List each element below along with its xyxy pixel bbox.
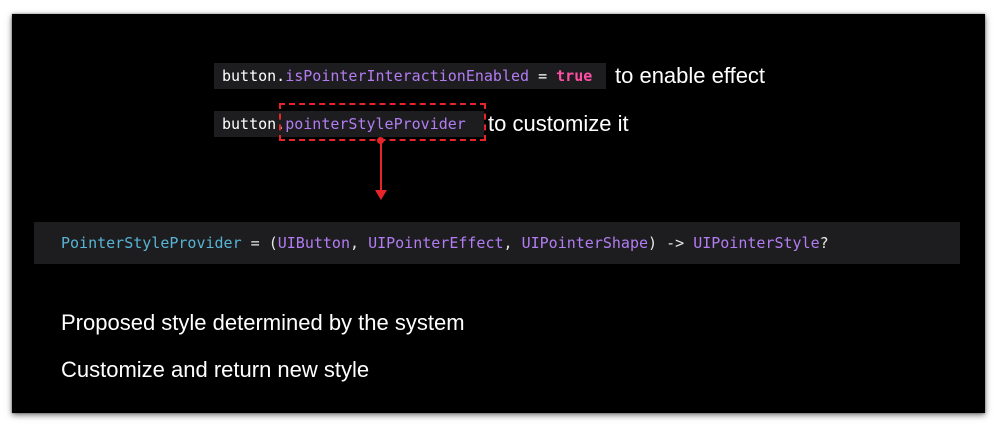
sig-comma: , [503,234,522,252]
sig-return-type: UIPointerStyle [693,234,820,252]
sig-assign: = ( [241,234,278,252]
code-property: pointerStyleProvider [285,115,466,133]
code-property: isPointerInteractionEnabled [285,67,530,85]
caption-customize-it: to customize it [488,111,629,136]
signature-code-bar: PointerStyleProvider = (UIButton, UIPoin… [34,222,960,264]
slide: button.isPointerInteractionEnabled = tru… [12,14,985,413]
caption-enable-effect: to enable effect [615,63,766,88]
arrow-down-icon [375,190,387,200]
code-object: button. [222,67,286,85]
arrow-line [380,141,382,191]
sig-comma: , [350,234,369,252]
code-value-true: true [556,67,593,85]
code-operator: = [529,67,557,85]
bullet-customize-return: Customize and return new style [61,357,370,382]
code-object: button. [222,115,286,133]
sig-param-shape: UIPointerShape [521,234,649,252]
sig-optional: ? [819,234,829,252]
sig-arrow: ) -> [648,234,694,252]
bullet-proposed-style: Proposed style determined by the system [61,310,465,335]
sig-param-effect: UIPointerEffect [368,234,504,252]
code-chip-style-provider: button.pointerStyleProvider [214,111,484,137]
code-chip-pointer-interaction: button.isPointerInteractionEnabled = tru… [214,63,606,89]
highlight-box [279,103,486,141]
sig-type-name: PointerStyleProvider [61,234,242,252]
sig-param-button: UIButton [277,234,350,252]
arrow-origin-dot [377,137,384,144]
